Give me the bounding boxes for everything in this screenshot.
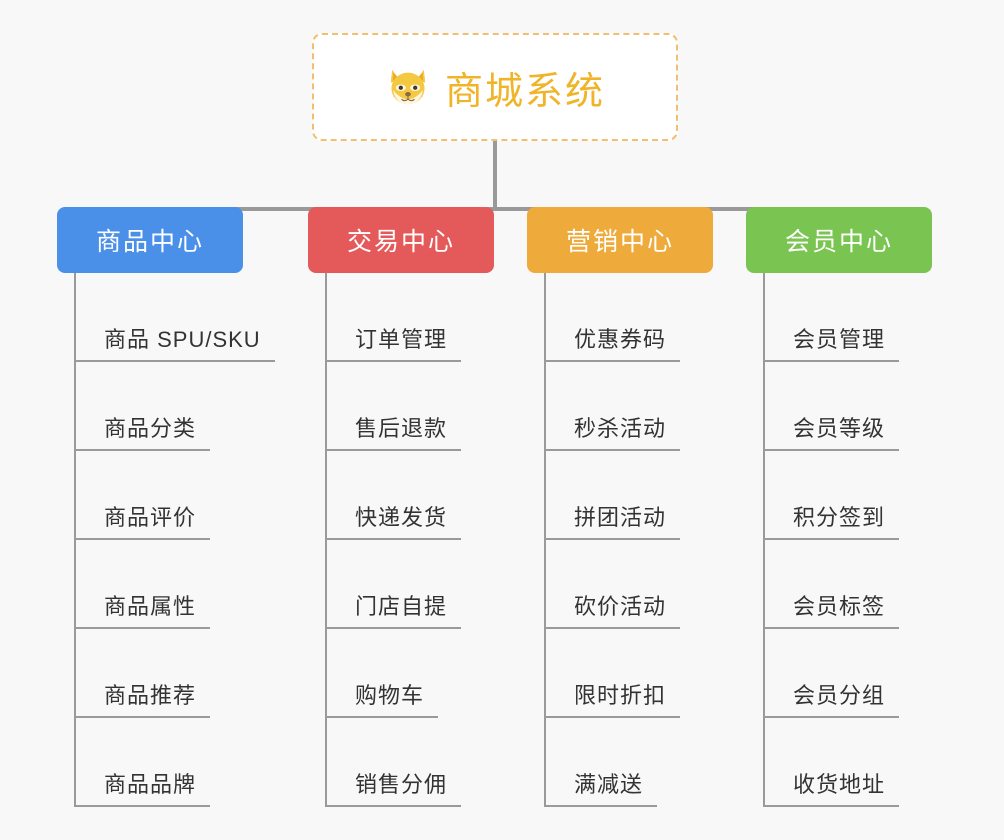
leaf-underline: 快递发货 [327, 500, 462, 540]
leaf-label: 会员分组 [793, 683, 886, 708]
branch-trunk [544, 273, 546, 807]
leaf-label: 会员管理 [793, 327, 886, 352]
leaf-label: 优惠券码 [574, 327, 667, 352]
connector-horizontal-bar [148, 207, 838, 211]
leaf-item[interactable]: 商品品牌 [74, 718, 275, 807]
leaf-label: 限时折扣 [574, 683, 667, 708]
leaf-item[interactable]: 售后退款 [325, 362, 462, 451]
category-box-4[interactable]: 会员中心 [746, 207, 932, 273]
leaf-item[interactable]: 门店自提 [325, 540, 462, 629]
branch-column-1: 商品 SPU/SKU 商品分类商品评价商品属性商品推荐商品品牌 [74, 273, 275, 807]
leaf-underline: 购物车 [327, 678, 439, 718]
leaf-item[interactable]: 商品评价 [74, 451, 275, 540]
leaf-item[interactable]: 会员标签 [763, 540, 900, 629]
leaf-label: 快递发货 [355, 505, 448, 530]
category-box-1[interactable]: 商品中心 [57, 207, 243, 273]
leaf-label: 会员等级 [793, 416, 886, 441]
category-label: 商品中心 [95, 228, 204, 256]
leaf-label: 收货地址 [793, 772, 886, 797]
leaf-item[interactable]: 商品分类 [74, 362, 275, 451]
leaf-underline: 商品品牌 [76, 767, 211, 807]
leaf-label: 售后退款 [355, 416, 448, 441]
leaf-item[interactable]: 商品属性 [74, 540, 275, 629]
leaf-underline: 会员分组 [765, 678, 900, 718]
branch-column-3: 优惠券码秒杀活动拼团活动砍价活动限时折扣满减送 [544, 273, 681, 807]
category-box-2[interactable]: 交易中心 [308, 207, 494, 273]
leaf-underline: 砍价活动 [546, 589, 681, 629]
category-label: 交易中心 [346, 228, 455, 256]
leaf-underline: 会员管理 [765, 322, 900, 362]
leaf-label: 满减送 [574, 772, 644, 797]
shiba-dog-face-icon [385, 64, 431, 110]
leaf-underline: 商品评价 [76, 500, 211, 540]
connector-root-stem [493, 141, 497, 211]
leaf-item[interactable]: 满减送 [544, 718, 680, 807]
leaf-underline: 销售分佣 [327, 767, 462, 807]
leaf-underline: 秒杀活动 [546, 411, 681, 451]
leaf-item[interactable]: 砍价活动 [544, 540, 681, 629]
leaf-item[interactable]: 限时折扣 [544, 629, 681, 718]
branch-trunk [763, 273, 765, 807]
leaf-underline: 售后退款 [327, 411, 462, 451]
leaf-item[interactable]: 会员管理 [763, 273, 900, 362]
leaf-label: 秒杀活动 [574, 416, 667, 441]
leaf-underline: 订单管理 [327, 322, 462, 362]
leaf-label: 订单管理 [355, 327, 448, 352]
leaf-label: 商品评价 [104, 505, 197, 530]
leaf-item[interactable]: 会员等级 [763, 362, 900, 451]
leaf-underline: 满减送 [546, 767, 658, 807]
branch-column-4: 会员管理会员等级积分签到会员标签会员分组收货地址 [763, 273, 900, 807]
leaf-label: 销售分佣 [355, 772, 448, 797]
leaf-item[interactable]: 商品 SPU/SKU [74, 273, 275, 362]
leaf-underline: 会员等级 [765, 411, 900, 451]
branch-trunk [325, 273, 327, 807]
leaf-item[interactable]: 销售分佣 [325, 718, 462, 807]
category-box-3[interactable]: 营销中心 [527, 207, 713, 273]
leaf-label: 积分签到 [793, 505, 886, 530]
leaf-label: 商品 SPU/SKU [104, 327, 261, 352]
leaf-item[interactable]: 购物车 [325, 629, 461, 718]
leaf-label: 商品推荐 [104, 683, 197, 708]
leaf-underline: 收货地址 [765, 767, 900, 807]
leaf-underline: 商品属性 [76, 589, 211, 629]
leaf-label: 门店自提 [355, 594, 448, 619]
leaf-underline: 会员标签 [765, 589, 900, 629]
leaf-item[interactable]: 收货地址 [763, 718, 900, 807]
root-title: 商城系统 [444, 70, 605, 113]
leaf-item[interactable]: 商品推荐 [74, 629, 275, 718]
branch-column-2: 订单管理售后退款快递发货门店自提购物车销售分佣 [325, 273, 462, 807]
leaf-item[interactable]: 会员分组 [763, 629, 900, 718]
leaf-item[interactable]: 秒杀活动 [544, 362, 681, 451]
leaf-label: 会员标签 [793, 594, 886, 619]
category-label: 会员中心 [784, 228, 893, 256]
leaf-label: 砍价活动 [574, 594, 667, 619]
leaf-label: 商品属性 [104, 594, 197, 619]
leaf-underline: 门店自提 [327, 589, 462, 629]
leaf-label: 商品品牌 [104, 772, 197, 797]
leaf-item[interactable]: 优惠券码 [544, 273, 681, 362]
branch-trunk [74, 273, 76, 807]
category-label: 营销中心 [565, 228, 674, 256]
leaf-underline: 商品分类 [76, 411, 211, 451]
leaf-label: 拼团活动 [574, 505, 667, 530]
root-node[interactable]: 商城系统 [312, 33, 678, 141]
leaf-underline: 优惠券码 [546, 322, 681, 362]
leaf-item[interactable]: 快递发货 [325, 451, 462, 540]
leaf-underline: 商品 SPU/SKU [76, 322, 275, 362]
leaf-item[interactable]: 积分签到 [763, 451, 900, 540]
leaf-underline: 积分签到 [765, 500, 900, 540]
leaf-label: 购物车 [355, 683, 425, 708]
leaf-item[interactable]: 订单管理 [325, 273, 462, 362]
leaf-underline: 限时折扣 [546, 678, 681, 718]
leaf-underline: 拼团活动 [546, 500, 681, 540]
leaf-item[interactable]: 拼团活动 [544, 451, 681, 540]
leaf-underline: 商品推荐 [76, 678, 211, 718]
leaf-label: 商品分类 [104, 416, 197, 441]
